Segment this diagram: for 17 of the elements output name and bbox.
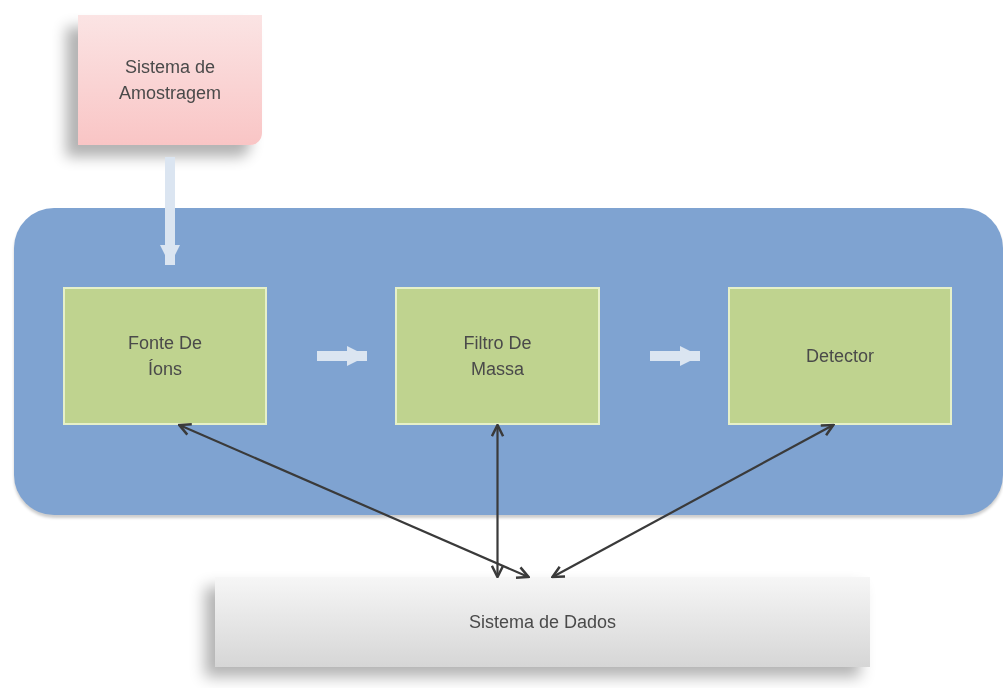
process-box	[78, 15, 262, 145]
block-arrow	[650, 346, 700, 366]
block-arrow	[160, 157, 180, 265]
process-box	[63, 287, 267, 425]
process-box	[215, 577, 870, 667]
double-arrow	[551, 423, 835, 579]
node-label: Fonte De Íons	[126, 331, 203, 381]
node-label: Filtro De Massa	[462, 331, 533, 381]
process-box	[395, 287, 600, 425]
node-label: Detector	[806, 344, 874, 368]
double-arrow	[490, 423, 505, 579]
node-label: Sistema de Dados	[468, 610, 617, 634]
process-box	[728, 287, 952, 425]
double-arrow	[178, 423, 530, 579]
container-panel	[14, 208, 1003, 515]
block-arrow	[317, 346, 367, 366]
node-label: Sistema de Amostragem	[117, 55, 222, 105]
